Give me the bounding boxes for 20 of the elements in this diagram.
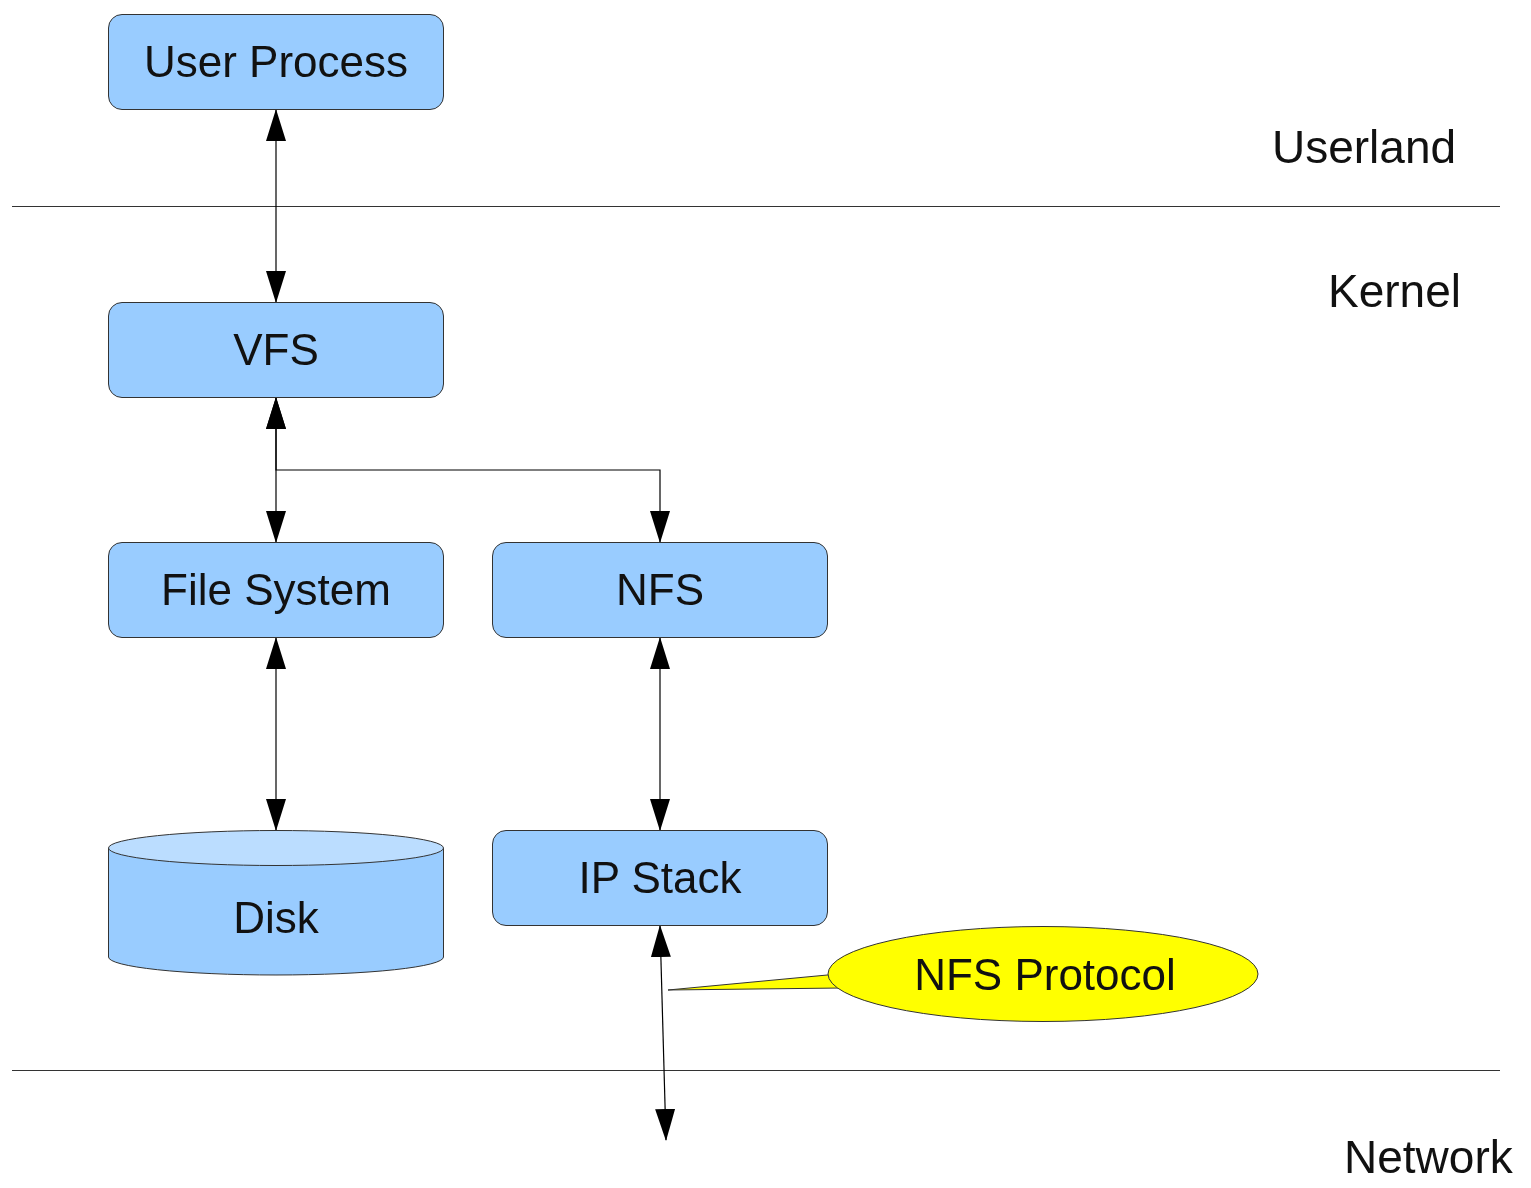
double-arrow [650, 925, 676, 1141]
node-label: VFS [233, 325, 319, 375]
double-arrow [266, 397, 670, 543]
layer-label: Network [1344, 1130, 1513, 1184]
node-label: File System [161, 565, 391, 615]
node-label: IP Stack [578, 853, 742, 903]
process-box [108, 542, 444, 638]
process-box [492, 830, 828, 926]
node-label: NFS Protocol [914, 949, 1176, 1000]
process-box [108, 302, 444, 398]
layer-label: Kernel [1328, 264, 1461, 318]
double-arrow [266, 637, 286, 831]
node-label: NFS [616, 565, 704, 615]
process-box [492, 542, 828, 638]
process-box [108, 14, 444, 110]
node-label: User Process [143, 37, 409, 87]
double-arrow [266, 109, 286, 303]
double-arrow [650, 637, 670, 831]
node-label: Disk [233, 892, 319, 943]
layer-label: Userland [1272, 120, 1457, 174]
